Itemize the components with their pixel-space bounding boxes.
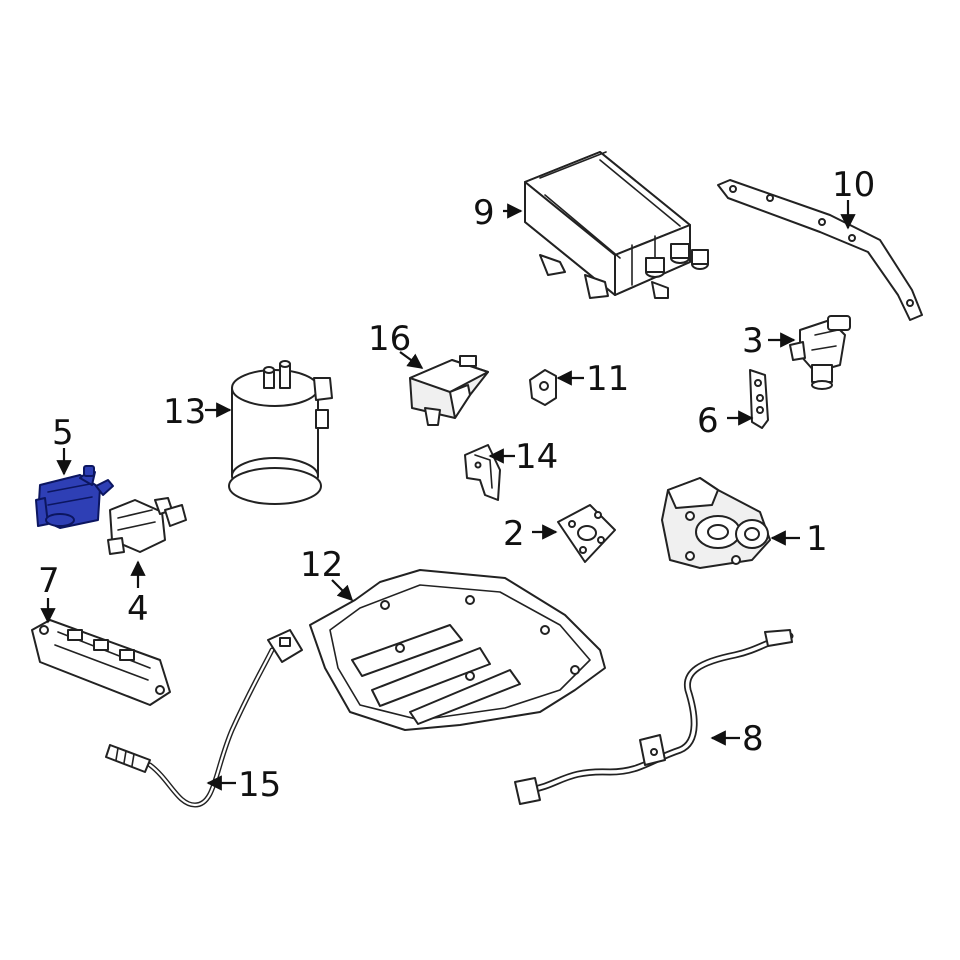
part-16-pressure-sensor[interactable] xyxy=(409,355,489,426)
part-7-connector-housing[interactable] xyxy=(31,619,171,706)
part-9-charcoal-canister[interactable] xyxy=(524,151,709,299)
leader-12 xyxy=(331,579,354,602)
callout-16: 16 xyxy=(368,319,411,359)
callout-6: 6 xyxy=(697,401,719,441)
leader-16 xyxy=(399,351,424,369)
callout-3: 3 xyxy=(742,321,764,361)
part-2-gasket[interactable] xyxy=(557,504,616,563)
part-13-fuel-filter[interactable] xyxy=(228,360,333,505)
part-10-mounting-bracket[interactable] xyxy=(717,179,923,321)
part-14-bracket[interactable] xyxy=(464,444,501,501)
part-3-vent-valve[interactable] xyxy=(789,315,851,390)
callout-12: 12 xyxy=(300,545,343,585)
part-6-small-bracket[interactable] xyxy=(749,369,769,429)
callout-8: 8 xyxy=(742,719,764,759)
callout-11: 11 xyxy=(586,359,629,399)
callout-1: 1 xyxy=(806,519,828,559)
part-5-purge-solenoid-valve[interactable] xyxy=(35,465,114,529)
callout-2: 2 xyxy=(503,514,525,554)
part-12-shield-plate[interactable] xyxy=(309,569,606,731)
callout-15: 15 xyxy=(238,765,281,805)
callout-9: 9 xyxy=(473,193,495,233)
callout-5: 5 xyxy=(52,413,74,453)
part-1-leak-detection-pump[interactable] xyxy=(661,477,771,569)
callout-7: 7 xyxy=(38,561,60,601)
callout-13: 13 xyxy=(163,392,206,432)
callout-14: 14 xyxy=(515,437,558,477)
part-8-fuel-line[interactable] xyxy=(514,629,794,805)
callout-4: 4 xyxy=(127,589,149,629)
part-4-check-valve[interactable] xyxy=(107,497,187,555)
part-11-clip[interactable] xyxy=(529,369,557,406)
callout-10: 10 xyxy=(832,165,875,205)
